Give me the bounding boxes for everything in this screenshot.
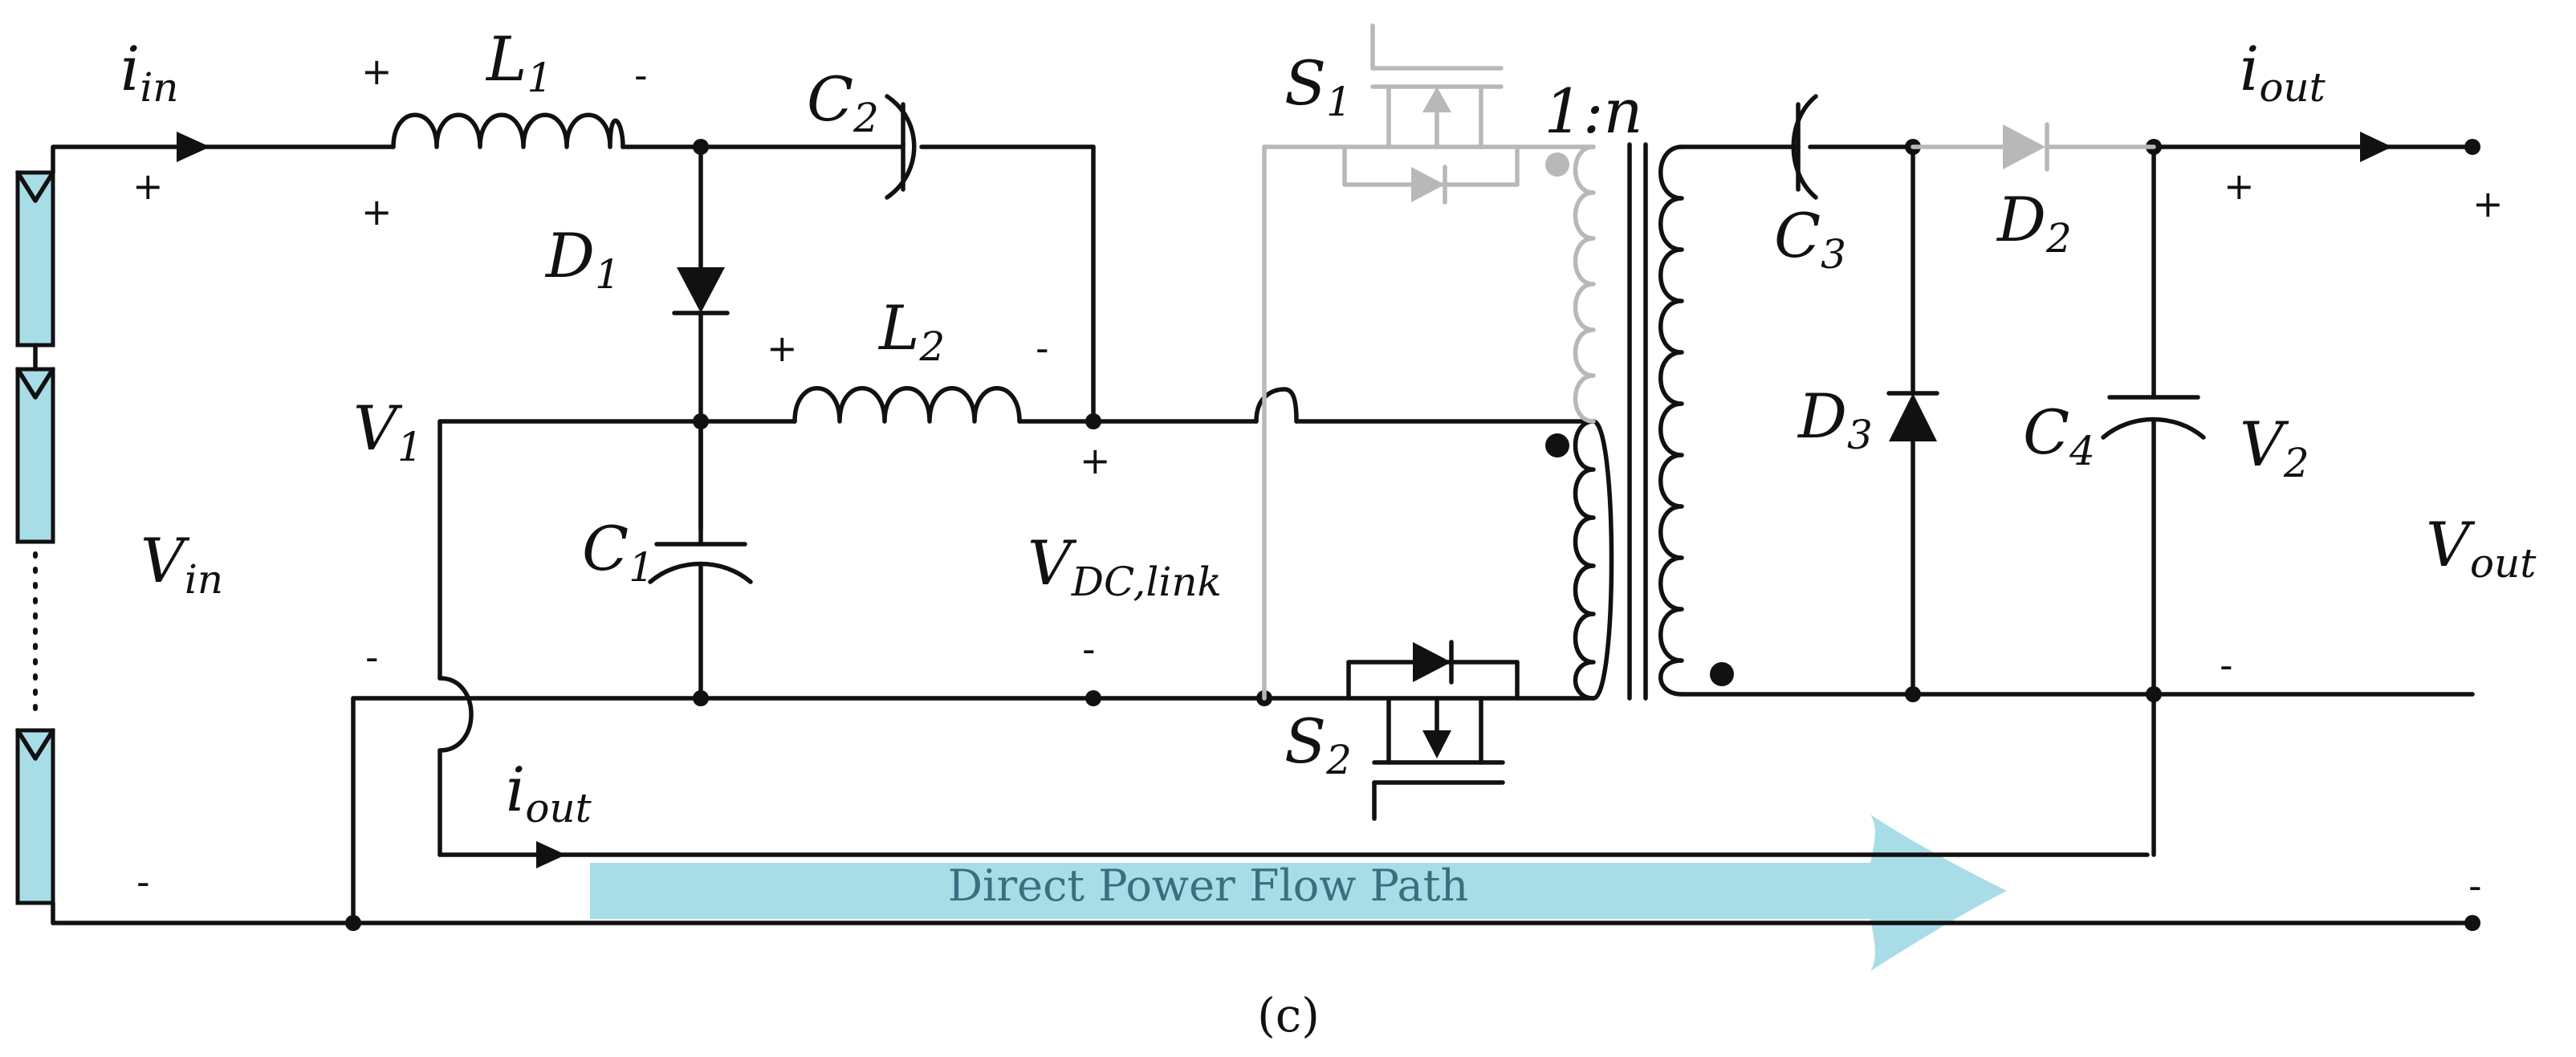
i-out-arrow-top [2360,132,2392,162]
label-d1: D1 [544,220,621,298]
secondary-polarity-dot [1710,662,1734,686]
label-c1: C1 [582,513,654,591]
capacitor-c3-curved-plate [1791,94,1818,200]
sign-minus-v1: - [365,636,379,679]
labels: iin L1 C2 S1 1:n iout D1 L2 C3 D2 V1 D3 … [120,23,2537,908]
inductor-l2 [792,386,1022,424]
label-l1: L1 [485,23,552,101]
sign-plus-pv: + [132,165,164,208]
diode-d2 [2003,124,2045,169]
i-out-arrow-bottom [536,841,566,868]
label-i-out-top: iout [2240,33,2326,111]
label-c4: C4 [2023,396,2095,474]
s2-body-diode [1413,642,1451,682]
transformer-secondary [1658,144,1684,697]
sign-plus-vout: + [2472,182,2504,226]
circuit-wiring [51,94,2480,931]
figure-caption: (c) [1257,988,1320,1043]
sign-minus-l1-right: - [634,54,648,97]
sign-plus-l2-left: + [767,327,798,370]
transformer-primary-upper [1573,144,1596,424]
inductor-l1 [391,112,625,149]
diode-d3 [1889,393,1937,441]
label-vin: Vin [140,525,223,603]
inactive-path [1262,23,2156,701]
sign-minus-v2: - [2220,644,2233,687]
label-ratio: 1:n [1544,75,1643,147]
diode-d1 [677,267,725,313]
label-s2: S2 [1284,705,1352,783]
label-d2: D2 [1996,184,2072,262]
i-in-arrow [177,132,210,162]
label-v1: V1 [353,392,423,470]
label-i-in: iin [120,33,179,111]
sign-plus-v2: + [2224,165,2255,208]
label-vdc-link: VDC,link [1028,527,1222,605]
label-s1: S1 [1284,47,1352,125]
sign-plus-vdc: + [1080,439,1111,482]
label-c3: C3 [1774,200,1846,278]
primary-polarity-dot [1545,433,1569,457]
pv-panel-string [15,170,55,905]
sign-minus-vout: - [2468,864,2482,908]
sign-minus-vdc: - [1082,628,1096,671]
s1-polarity-dot [1545,152,1569,177]
sign-minus-pv: - [136,860,150,904]
flow-path-label: Direct Power Flow Path [948,860,1468,911]
s1-body-diode [1411,167,1445,202]
capacitor-c2-curved-plate [885,94,917,200]
label-i-out-bottom: iout [506,754,592,831]
transformer-primary-lower [1573,419,1596,701]
sign-plus-l1-left: + [361,50,393,93]
label-v2: V2 [2240,409,2309,486]
direct-power-flow-arrow [590,815,2007,971]
label-l2: L2 [877,292,945,370]
label-d3: D3 [1797,380,1873,458]
label-vout: Vout [2426,509,2537,587]
label-c2: C2 [807,63,879,141]
sign-minus-l2-right: - [1036,327,1049,370]
sign-plus-v1: + [361,190,393,234]
